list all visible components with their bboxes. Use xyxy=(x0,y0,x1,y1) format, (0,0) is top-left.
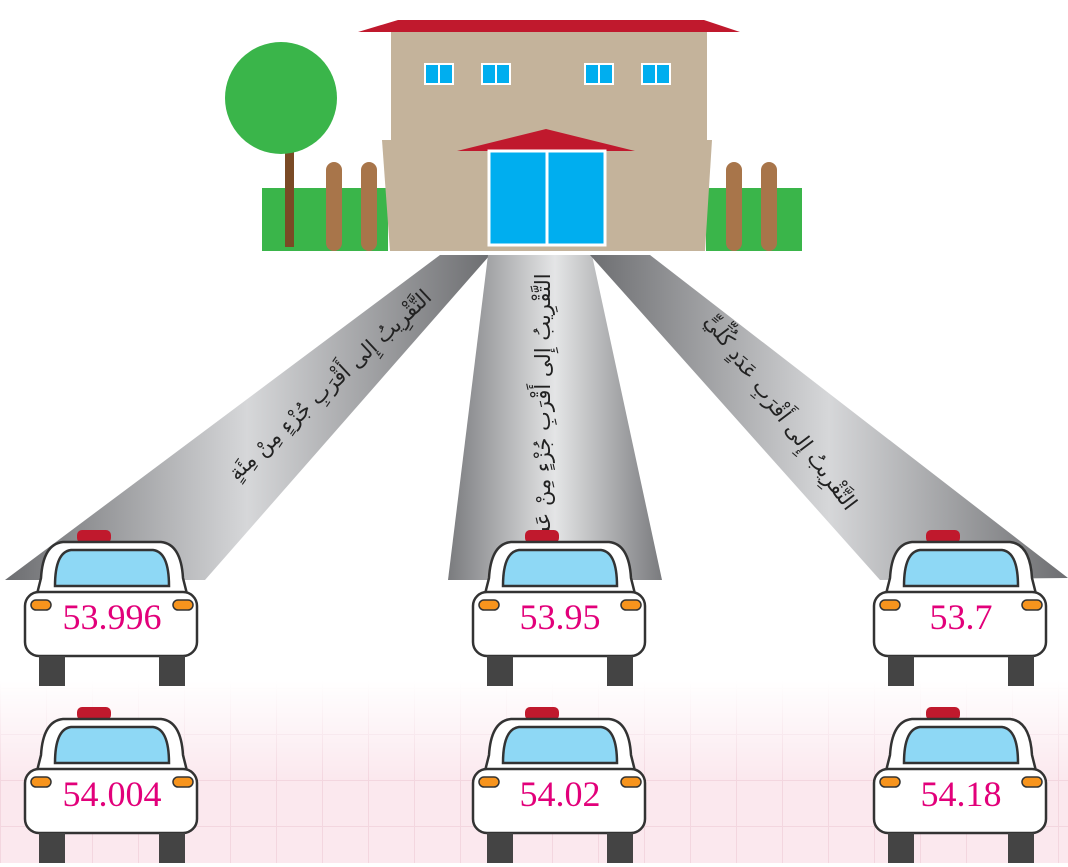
car-row2-middle: 54.02 xyxy=(471,707,649,867)
house-upper-wall xyxy=(391,32,707,142)
license-plate-value: 53.996 xyxy=(39,594,185,640)
tree-icon xyxy=(225,42,337,154)
grass-right xyxy=(706,188,802,251)
license-plate-value: 54.02 xyxy=(487,771,633,817)
house-icon xyxy=(358,20,740,251)
license-plate-value: 54.18 xyxy=(888,771,1034,817)
tree-trunk xyxy=(285,145,294,247)
fence-post xyxy=(326,162,342,251)
car-row2-left: 54.004 xyxy=(23,707,201,867)
house-roof xyxy=(358,20,740,32)
car-row1-right: 53.7 xyxy=(872,530,1050,690)
license-plate-value: 54.004 xyxy=(39,771,185,817)
road-label-tenths: التَّقْرِيبُ إِلى أَقْرَبِ جُزْءٍ مِنْ ع… xyxy=(531,270,555,570)
fence-post xyxy=(761,162,777,251)
car-row1-middle: 53.95 xyxy=(471,530,649,690)
fence-post xyxy=(361,162,377,251)
fence-post xyxy=(726,162,742,251)
license-plate-value: 53.95 xyxy=(487,594,633,640)
license-plate-value: 53.7 xyxy=(888,594,1034,640)
car-row2-right: 54.18 xyxy=(872,707,1050,867)
car-row1-left: 53.996 xyxy=(23,530,201,690)
